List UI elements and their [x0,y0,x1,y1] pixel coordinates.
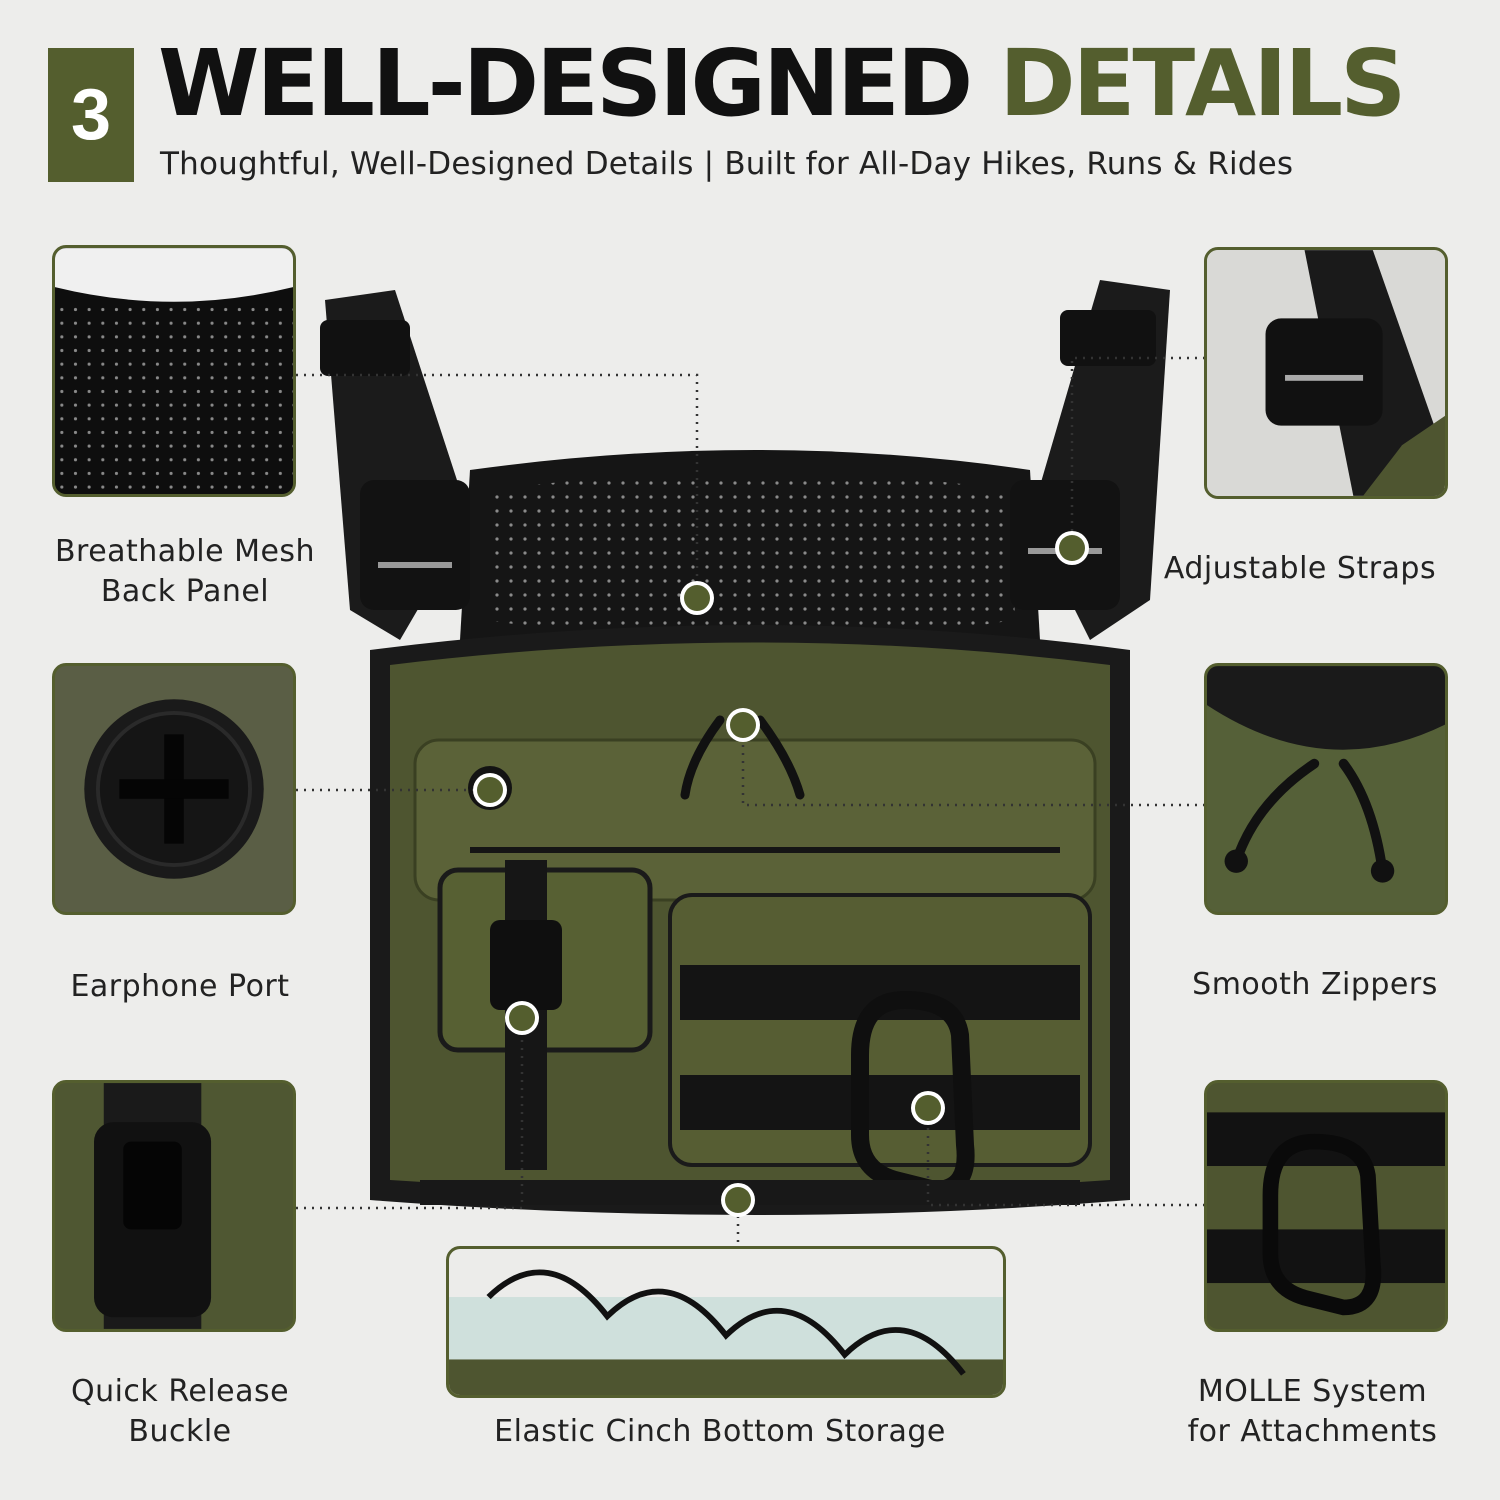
thumb-cinch [446,1246,1006,1398]
label-cinch-line1: Elastic Cinch Bottom Storage [494,1414,946,1449]
molle-detail-image [1207,1083,1445,1329]
label-buckle-line1: Quick Release [70,1374,290,1409]
thumb-zippers [1204,663,1448,915]
thumb-straps [1204,247,1448,499]
step-number-badge: 3 [48,48,134,182]
thumb-earphone [52,663,296,915]
earphone-detail-image [55,666,293,912]
page-title: WELL-DESIGNED DETAILS [158,28,1406,140]
earphone-port [468,766,512,810]
page-subtitle: Thoughtful, Well-Designed Details | Buil… [160,146,1294,182]
label-buckle-line2: Buckle [128,1414,232,1449]
title-accent: DETAILS [999,30,1406,137]
label-buckle: Quick Release Buckle [25,1372,335,1452]
thumb-mesh [52,245,296,497]
mesh-detail-image [55,248,293,494]
label-cinch: Elastic Cinch Bottom Storage [440,1412,1000,1452]
title-main: WELL-DESIGNED [158,30,1000,137]
left-strap-buckle [320,320,410,376]
buckle-detail-image [55,1083,293,1329]
step-number: 3 [70,75,112,155]
label-molle-line2: for Attachments [1187,1414,1438,1449]
strap-detail-image [1207,250,1445,496]
zipper-detail-image [1207,666,1445,912]
label-zippers: Smooth Zippers [1160,965,1470,1005]
label-straps-line1: Adjustable Straps [1163,551,1437,586]
label-earphone-line1: Earphone Port [70,969,290,1004]
label-molle: MOLLE System for Attachments [1155,1372,1470,1452]
label-mesh: Breathable Mesh Back Panel [30,532,340,612]
label-zippers-line1: Smooth Zippers [1192,967,1438,1002]
label-earphone: Earphone Port [25,967,335,1007]
right-sternum-buckle [1010,480,1120,610]
thumb-buckle [52,1080,296,1332]
label-molle-line1: MOLLE System [1197,1374,1428,1409]
label-straps: Adjustable Straps [1145,549,1455,589]
pocket-buckle [490,920,562,1010]
label-mesh-line1: Breathable Mesh [54,534,316,569]
molle-webbing-bottom [680,1075,1080,1130]
left-sternum-buckle [360,480,470,610]
cinch-detail-image [449,1249,1003,1395]
thumb-molle [1204,1080,1448,1332]
label-mesh-line2: Back Panel [100,574,270,609]
buckle-strap [505,860,547,1170]
right-strap-buckle [1060,310,1156,366]
